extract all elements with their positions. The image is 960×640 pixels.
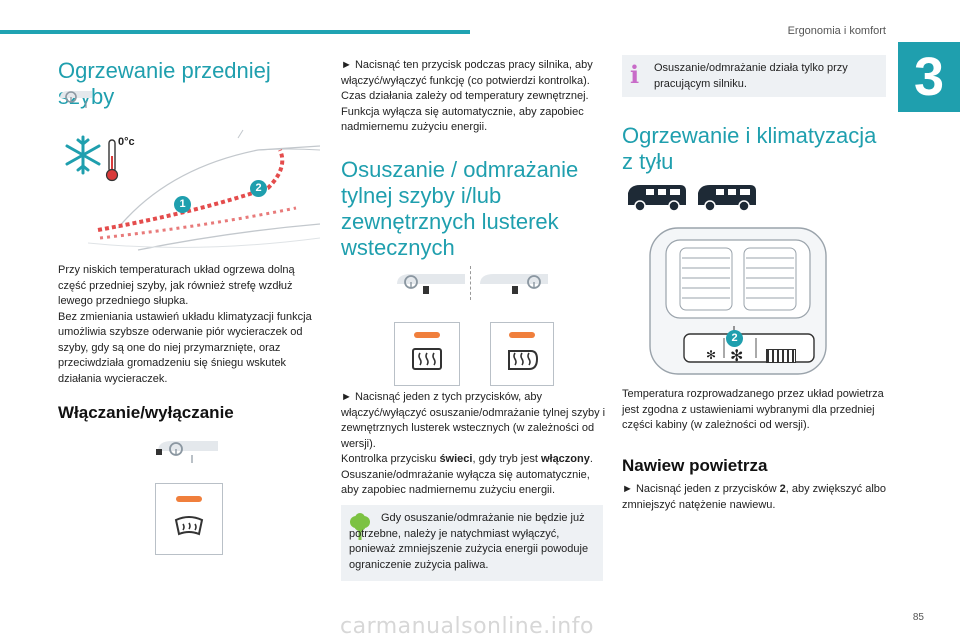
title-line: Ogrzewanie i klimatyzacja <box>622 123 877 148</box>
status-led <box>414 332 440 338</box>
text-fragment: . <box>589 453 593 465</box>
status-led <box>176 496 202 502</box>
windshield-figure <box>58 128 321 256</box>
steering-wheel-icon <box>58 88 94 115</box>
rear-vent-panel <box>648 226 828 376</box>
divider <box>470 266 472 300</box>
windshield-paragraph-2: Bez zmieniania ustawień układu klimatyza… <box>58 310 312 385</box>
bold-fragment: świeci <box>439 453 473 465</box>
title-line: Osuszanie / odmrażanie <box>341 157 579 182</box>
windshield-paragraph-1: Przy niskich temperaturach układ ogrzewa… <box>58 264 295 307</box>
status-led <box>509 332 535 338</box>
rear-defrost-auto-off-text: Osuszanie/odmrażanie wyłącza się automat… <box>341 468 590 497</box>
title-line: zewnętrznych lusterek <box>341 209 559 234</box>
temperature-label: 0°c <box>118 136 135 148</box>
watermark: carmanualsonline.info <box>340 614 594 639</box>
title-line: wstecznych <box>341 235 455 260</box>
section-title-windshield: Ogrzewanie przedniej szyby <box>58 58 271 109</box>
rear-defrost-button[interactable] <box>394 322 460 386</box>
windshield-heat-icon <box>173 514 205 543</box>
snowflake-icon <box>62 134 104 181</box>
rear-defrost-icon <box>411 347 443 378</box>
page-number: 85 <box>912 612 924 623</box>
text-fragment: Kontrolka przycisku <box>341 453 440 465</box>
steering-wheel-icon <box>152 437 222 472</box>
header-accent-bar <box>0 30 470 34</box>
eco-note-text: Gdy osuszanie/odmrażanie nie będzie już … <box>349 512 589 571</box>
text-fragment: , aby zwiększyć albo zmniejszyć natężeni… <box>622 483 886 511</box>
windshield-description: Przy niskich temperaturach układ ogrzewa… <box>58 263 324 387</box>
rear-defrost-instruction: ► Nacisnąć jeden z tych przycisków, aby … <box>341 391 606 450</box>
text-fragment: , gdy tryb jest <box>472 453 541 465</box>
chapter-badge: 3 <box>898 42 960 112</box>
subtitle-air-flow: Nawiew powietrza <box>622 456 768 475</box>
fan-level-indicator <box>766 349 796 363</box>
steering-wheel-icon <box>395 270 467 307</box>
eco-note: Gdy osuszanie/odmrażanie nie będzie już … <box>341 505 603 581</box>
figure-marker-2: 2 <box>250 180 267 197</box>
section-title-rear-hvac: Ogrzewanie i klimatyzacja z tyłu <box>622 123 892 175</box>
van-icon <box>694 181 760 218</box>
header-title: Ergonomia i komfort <box>787 25 886 37</box>
title-line: z tyłu <box>622 149 674 174</box>
van-icon <box>624 181 690 218</box>
info-note-text: Osuszanie/odmrażanie działa tylko przy p… <box>654 62 848 90</box>
steering-wheel-icon <box>478 270 550 307</box>
rear-defrost-indicator-text: Kontrolka przycisku świeci, gdy tryb jes… <box>341 452 607 468</box>
bold-fragment: 2 <box>779 483 786 495</box>
mirror-defrost-icon <box>505 347 539 378</box>
fan-icon: ✻ <box>706 348 717 362</box>
info-note: i Osuszanie/odmrażanie działa tylko przy… <box>622 55 886 97</box>
text-fragment: ► Nacisnąć jeden z przycisków <box>622 483 780 495</box>
vent-marker-2: 2 <box>726 330 743 347</box>
section-title-rear-defrost: Osuszanie / odmrażanie tylnej szyby i/lu… <box>341 157 611 261</box>
windshield-heat-button[interactable] <box>155 483 223 555</box>
thermometer-icon <box>104 138 120 187</box>
fan-decrease-button[interactable]: ✻ <box>706 348 716 362</box>
fan-icon: ✻ <box>730 348 744 365</box>
figure-marker-1: 1 <box>174 196 191 213</box>
fan-increase-button[interactable]: ✻ <box>730 346 743 366</box>
title-line: tylnej szyby i/lub <box>341 183 502 208</box>
air-flow-instruction: ► Nacisnąć jeden z przycisków 2, aby zwi… <box>622 482 888 513</box>
leaf-icon <box>349 513 371 547</box>
rear-hvac-description: Temperatura rozprowadzanego przez układ … <box>622 388 884 431</box>
info-icon: i <box>630 60 640 89</box>
bold-fragment: włączony <box>540 453 590 465</box>
mirror-defrost-button[interactable] <box>490 322 554 386</box>
windshield-instruction: ► Nacisnąć ten przycisk podczas pracy si… <box>341 59 593 133</box>
rear-defrost-description: ► Nacisnąć jeden z tych przycisków, aby … <box>341 390 607 499</box>
subtitle-on-off: Włączanie/wyłączanie <box>58 403 234 422</box>
